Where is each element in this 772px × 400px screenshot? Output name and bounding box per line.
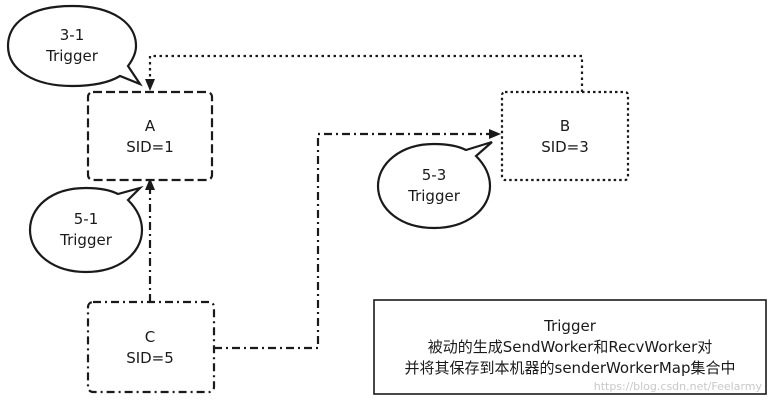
edge-b-to-a bbox=[148, 54, 584, 92]
node-c-name: C bbox=[145, 328, 155, 346]
bubble-5-1-label: Trigger bbox=[59, 231, 113, 249]
node-a-sid: SID=1 bbox=[126, 138, 174, 156]
bubble-3-1: 3-1 Trigger bbox=[6, 4, 143, 88]
bubble-5-3-step: 5-3 bbox=[422, 166, 447, 184]
node-b-sid: SID=3 bbox=[541, 138, 589, 156]
bubble-5-3: 5-3 Trigger bbox=[376, 140, 493, 230]
legend-title: Trigger bbox=[543, 317, 597, 335]
edge-b-to-a-arrowhead bbox=[145, 79, 155, 91]
legend-line-2: 并将其保存到本机器的senderWorkerMap集合中 bbox=[405, 359, 736, 377]
legend-line-1: 被动的生成SendWorker和RecvWorker对 bbox=[428, 338, 713, 356]
node-a-name: A bbox=[145, 117, 156, 135]
bubble-5-1-step: 5-1 bbox=[74, 210, 99, 228]
node-a: A SID=1 bbox=[86, 90, 214, 182]
node-c: C SID=5 bbox=[86, 300, 216, 394]
node-c-sid: SID=5 bbox=[126, 349, 174, 367]
edge-c-to-a-arrowhead bbox=[145, 178, 155, 190]
legend: Trigger 被动的生成SendWorker和RecvWorker对 并将其保… bbox=[373, 299, 767, 395]
watermark: https://blog.csdn.net/Feelarmy bbox=[594, 380, 763, 393]
node-b: B SID=3 bbox=[500, 90, 630, 182]
edge-c-to-b bbox=[214, 132, 490, 350]
bubble-5-3-label: Trigger bbox=[407, 187, 461, 205]
bubble-5-1: 5-1 Trigger bbox=[28, 185, 144, 274]
node-b-name: B bbox=[560, 117, 570, 135]
bubble-3-1-step: 3-1 bbox=[60, 26, 85, 44]
edge-c-to-b-arrowhead bbox=[489, 129, 501, 139]
bubble-3-1-label: Trigger bbox=[45, 47, 99, 65]
